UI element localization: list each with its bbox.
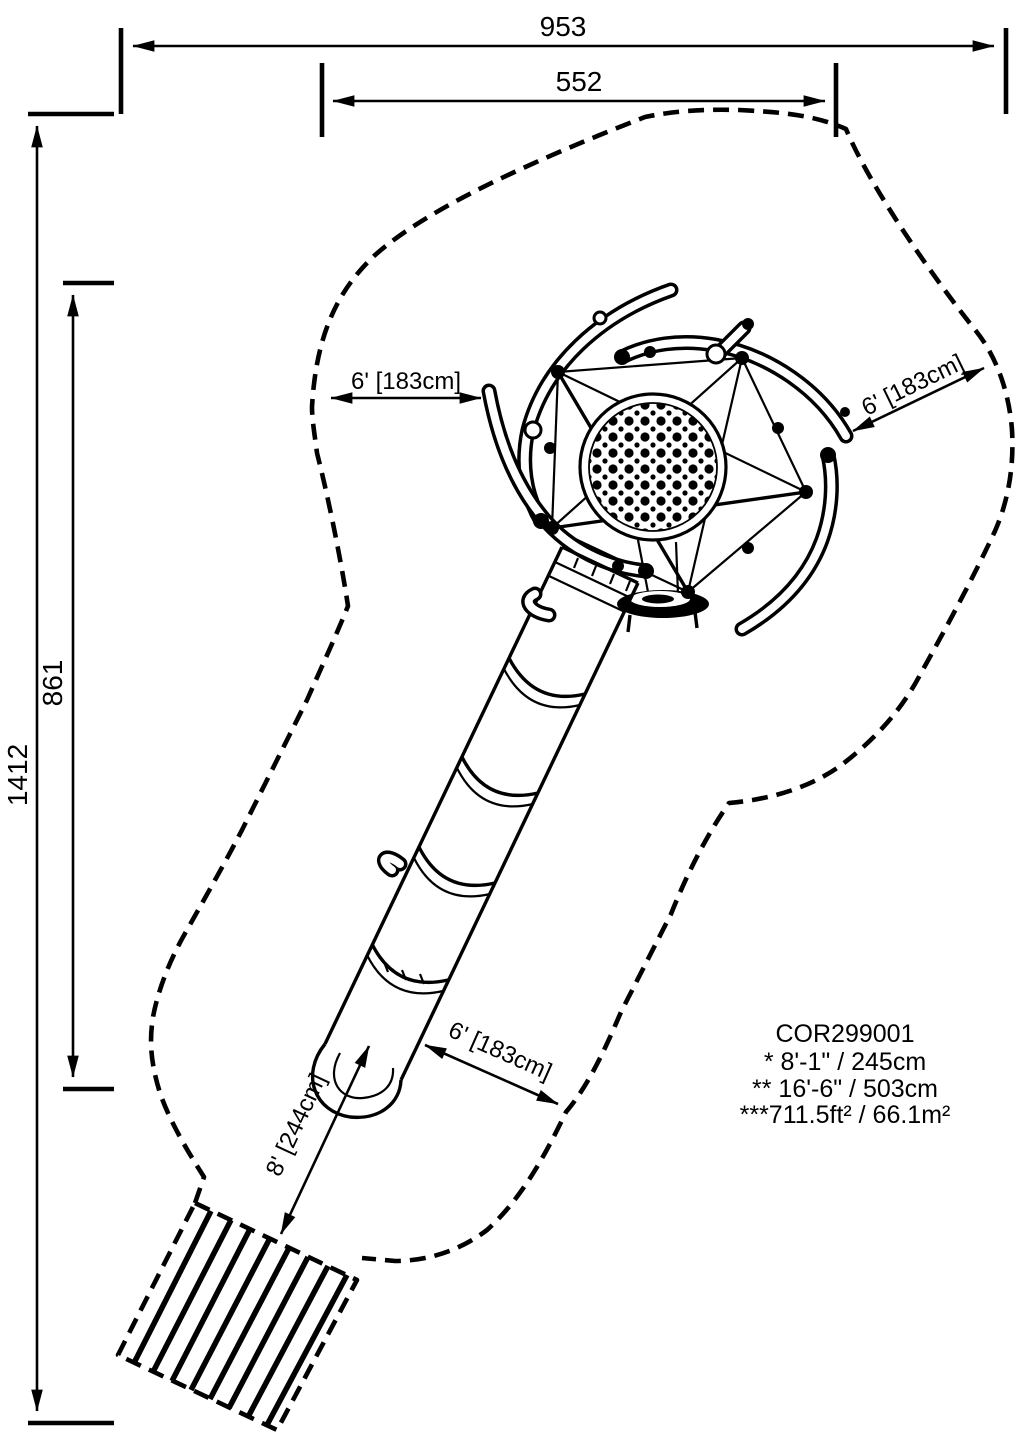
tower-joints bbox=[523, 310, 850, 599]
slide-runout-label: 8' [244cm] bbox=[261, 1069, 332, 1180]
clearance-upper-right: 6' [183cm] bbox=[852, 349, 985, 433]
use-zone-boundary bbox=[148, 107, 1015, 1264]
dimension-tower-length: 861 bbox=[37, 280, 114, 1092]
model-number: COR299001 bbox=[776, 1020, 915, 1048]
dimension-overall-width: 953 bbox=[118, 11, 1009, 114]
platform-width-label: 552 bbox=[556, 66, 603, 97]
fall-height-note: * 8'-1" / 245cm bbox=[764, 1048, 926, 1076]
info-block: COR299001 * 8'-1" / 245cm ** 16'-6" / 50… bbox=[740, 1020, 951, 1129]
slide-collars bbox=[366, 657, 586, 995]
clearance-slide-side: 6' [183cm] bbox=[424, 1016, 559, 1106]
dimension-overall-length: 1412 bbox=[2, 111, 114, 1426]
use-zone-area-note: ***711.5ft² / 66.1m² bbox=[740, 1101, 951, 1129]
climbing-tower-top-view bbox=[481, 282, 854, 637]
overall-width-label: 953 bbox=[540, 11, 587, 42]
tube-slide bbox=[310, 545, 640, 1119]
dimension-platform-width: 552 bbox=[319, 63, 839, 137]
overall-length-label: 1412 bbox=[2, 744, 33, 806]
clearance-left: 6' [183cm] bbox=[330, 368, 482, 404]
perforated-platform bbox=[578, 392, 728, 542]
clearance-slide-side-label: 6' [183cm] bbox=[444, 1016, 555, 1085]
tower-length-label: 861 bbox=[37, 660, 68, 707]
clearance-left-label: 6' [183cm] bbox=[351, 368, 461, 395]
slide-landing-hatch-area bbox=[115, 1200, 360, 1433]
slide-runout-dimension: 8' [244cm] bbox=[261, 1045, 371, 1235]
hatch-lines bbox=[131, 1209, 350, 1427]
clearance-upper-right-label: 6' [183cm] bbox=[857, 349, 968, 421]
deck-height-note: ** 16'-6" / 503cm bbox=[752, 1075, 938, 1103]
